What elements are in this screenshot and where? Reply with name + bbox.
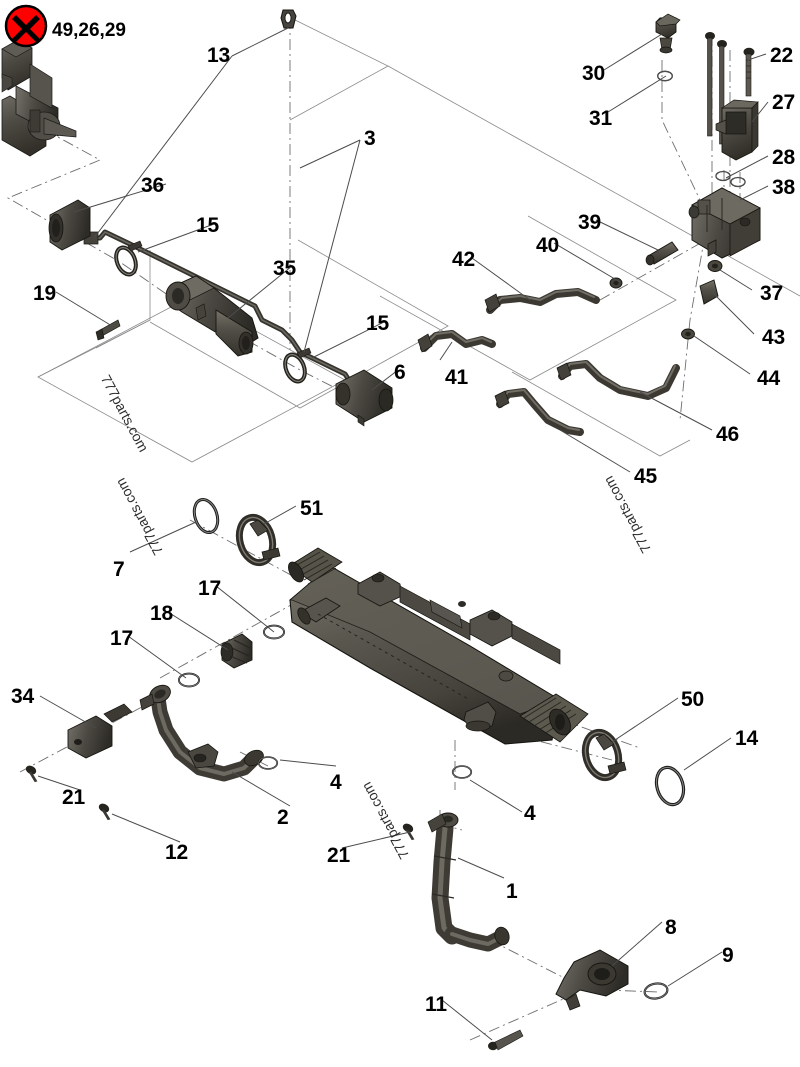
part-41-hose xyxy=(417,330,496,353)
pump-assembly-group xyxy=(1,39,77,157)
part-27-solenoid xyxy=(715,99,759,161)
part-30-sensor xyxy=(655,13,681,54)
callout-38: 38 xyxy=(772,176,795,199)
callout-34: 34 xyxy=(11,685,34,708)
construction-outlines xyxy=(37,13,800,463)
callout-8: 8 xyxy=(665,916,677,939)
part-35-body xyxy=(165,275,259,357)
part-2-elbow-pipe xyxy=(139,684,264,782)
callout-11: 11 xyxy=(425,993,447,1016)
callout-9: 9 xyxy=(722,944,734,967)
callout-13: 13 xyxy=(207,44,230,67)
badge-label: 49,26,29 xyxy=(52,20,126,41)
part-51-clamp xyxy=(235,513,281,567)
callout-7: 7 xyxy=(113,558,125,581)
callout-18: 18 xyxy=(150,602,173,625)
callout-12: 12 xyxy=(165,841,188,864)
callout-15-upper: 15 xyxy=(196,214,219,237)
part-50-clamp xyxy=(581,728,627,782)
callout-36: 36 xyxy=(141,174,164,197)
part-8-bracket xyxy=(555,949,629,1011)
not-available-badge xyxy=(4,4,48,48)
part-19-screw xyxy=(95,319,121,341)
callout-17-lower: 17 xyxy=(110,627,133,650)
part-42-hose xyxy=(484,288,600,314)
part-34-connector xyxy=(67,703,133,759)
part-21-bolt-left xyxy=(21,763,43,784)
part-36-sleeve xyxy=(48,199,91,251)
part-38-oring xyxy=(730,176,746,188)
part-40-sleeve xyxy=(645,241,679,266)
part-11-bolt xyxy=(488,1029,524,1051)
part-15-clamp-lower xyxy=(283,347,312,384)
part-9-oring xyxy=(642,980,670,1002)
callout-50: 50 xyxy=(681,688,704,711)
callout-1: 1 xyxy=(506,880,518,903)
callout-17-upper: 17 xyxy=(198,577,221,600)
callout-40: 40 xyxy=(536,234,559,257)
part-22-bolts xyxy=(705,32,755,145)
part-6-sleeve xyxy=(335,369,394,427)
part-15-clamp-upper xyxy=(114,240,143,277)
callout-44: 44 xyxy=(757,367,780,390)
part-45-hose xyxy=(494,388,584,436)
part-28-oring xyxy=(715,170,731,182)
callout-15-lower: 15 xyxy=(366,312,389,335)
callout-46: 46 xyxy=(716,423,739,446)
callout-51: 51 xyxy=(300,497,323,520)
part-37-bushing xyxy=(707,260,723,272)
callout-45: 45 xyxy=(634,465,657,488)
x-circle-icon xyxy=(4,4,48,48)
part-18-bushing xyxy=(220,633,253,669)
callout-19: 19 xyxy=(33,282,56,305)
part-39-bushing xyxy=(609,277,623,289)
callout-43: 43 xyxy=(762,326,785,349)
callout-21-right: 21 xyxy=(327,844,350,867)
callout-6: 6 xyxy=(394,361,406,384)
centerlines-upper xyxy=(6,18,741,421)
part-12-bolt xyxy=(94,801,116,822)
callout-42: 42 xyxy=(452,248,475,271)
callout-4-left: 4 xyxy=(330,771,342,794)
part-44-bushing xyxy=(681,328,695,340)
callout-28: 28 xyxy=(772,146,795,169)
callout-41: 41 xyxy=(445,366,468,389)
part-43-sleeve xyxy=(699,279,719,305)
part-46-hose xyxy=(556,360,680,400)
callout-14: 14 xyxy=(735,727,758,750)
part-4-oring-right xyxy=(451,765,473,779)
leader-lines xyxy=(37,27,769,1041)
callout-22: 22 xyxy=(770,44,793,67)
part-1-tube xyxy=(427,812,510,952)
callout-39: 39 xyxy=(578,211,601,234)
callout-4-right: 4 xyxy=(524,802,536,825)
part-14-oring xyxy=(654,765,686,807)
main-cylinder-body xyxy=(288,547,589,745)
callout-35: 35 xyxy=(273,257,296,280)
callout-37: 37 xyxy=(760,282,783,305)
callout-30: 30 xyxy=(582,62,605,85)
callout-27: 27 xyxy=(772,91,795,114)
part-13-clip xyxy=(280,9,297,29)
callout-2: 2 xyxy=(277,806,289,829)
part-7-oring xyxy=(192,497,220,535)
valve-block xyxy=(688,187,761,259)
callout-31: 31 xyxy=(589,107,612,130)
callout-21-left: 21 xyxy=(62,786,85,809)
callout-3: 3 xyxy=(364,127,376,150)
